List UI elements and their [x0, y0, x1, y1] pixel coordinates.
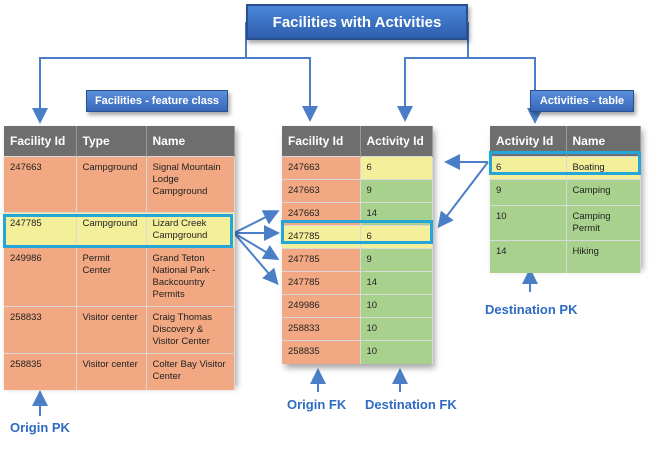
- facility-id-cell: 258833: [4, 306, 77, 354]
- join-facility-id-cell: 247663: [282, 202, 361, 226]
- join-activity-id-cell: 10: [360, 317, 433, 341]
- table-row: 258833 10: [282, 317, 433, 341]
- col-name: Name: [146, 126, 235, 157]
- join-facility-id-cell: 249986: [282, 294, 361, 318]
- join-facility-id-cell: 247785: [282, 248, 361, 272]
- join-facility-id-cell: 258835: [282, 340, 361, 364]
- act-to-join-arrow-2: [437, 161, 489, 229]
- join-facility-id-cell: 258833: [282, 317, 361, 341]
- activity-name-cell: Camping Permit: [566, 205, 641, 241]
- activities-table: Activity Id Name 6 Boating 9 Camping 10 …: [490, 126, 641, 273]
- table-row: 247785 Campground Lizard Creek Campgroun…: [4, 212, 235, 248]
- origin-pk-caption: Origin PK: [10, 420, 70, 435]
- col-facility-id: Facility Id: [282, 126, 361, 157]
- facility-name-cell: Colter Bay Visitor Center: [146, 353, 235, 390]
- facility-id-cell: 247663: [4, 156, 77, 213]
- facility-highlight: [3, 214, 233, 248]
- join-facility-id-cell: 247663: [282, 179, 361, 203]
- table-row: 249986 10: [282, 294, 433, 318]
- facility-name-cell: Signal Mountain Lodge Campground: [146, 156, 235, 213]
- table-row: 247785 9: [282, 248, 433, 272]
- table-row: 14 Hiking: [490, 240, 641, 273]
- facility-type-cell: Campground: [76, 212, 147, 248]
- activity-highlight: [489, 151, 641, 175]
- join-facility-id-cell: 247663: [282, 156, 361, 180]
- facility-name-cell: Craig Thomas Discovery & Visitor Center: [146, 306, 235, 354]
- facility-type-cell: Campground: [76, 156, 147, 213]
- origin-fk-caption: Origin FK: [287, 397, 347, 412]
- diagram-title: Facilities with Activities: [246, 4, 468, 40]
- activities-label: Activities - table: [530, 90, 634, 112]
- fac-to-join-arrow-3: [233, 232, 280, 261]
- activity-id-cell: 10: [490, 205, 567, 241]
- facility-type-cell: Visitor center: [76, 306, 147, 354]
- join-table: Facility Id Activity Id 247663 6 247663 …: [282, 126, 433, 364]
- table-row: 247663 14: [282, 202, 433, 226]
- join-activity-id-cell: 14: [360, 202, 433, 226]
- col-facility-id: Facility Id: [4, 126, 77, 157]
- activity-id-cell: 14: [490, 240, 567, 273]
- fac-to-join-arrow-1: [233, 210, 280, 234]
- fac-to-join-arrow-4: [233, 232, 279, 286]
- join-highlight: [281, 220, 433, 244]
- table-row: 258833 Visitor center Craig Thomas Disco…: [4, 306, 235, 354]
- col-type: Type: [76, 126, 147, 157]
- table-row: 9 Camping: [490, 179, 641, 206]
- facility-id-cell: 247785: [4, 212, 77, 248]
- join-activity-id-cell: 9: [360, 179, 433, 203]
- join-activity-id-cell: 10: [360, 340, 433, 364]
- activity-name-cell: Camping: [566, 179, 641, 206]
- facility-name-cell: Grand Teton National Park - Backcountry …: [146, 247, 235, 307]
- title-to-facilities-arrow: [32, 22, 247, 124]
- join-activity-id-cell: 14: [360, 271, 433, 295]
- facilities-table: Facility Id Type Name 247663 Campground …: [4, 126, 235, 390]
- col-activity-id: Activity Id: [360, 126, 433, 157]
- facility-type-cell: Visitor center: [76, 353, 147, 390]
- table-row: 10 Camping Permit: [490, 205, 641, 241]
- facility-type-cell: Permit Center: [76, 247, 147, 307]
- title-to-join-arrow: [246, 57, 318, 122]
- join-facility-id-cell: 247785: [282, 271, 361, 295]
- title-to-join-right-arrow: [397, 57, 468, 122]
- table-row: 247785 14: [282, 271, 433, 295]
- table-row: 247663 9: [282, 179, 433, 203]
- facility-id-cell: 258835: [4, 353, 77, 390]
- destination-fk-caption: Destination FK: [365, 397, 457, 412]
- facility-name-cell: Lizard Creek Campground: [146, 212, 235, 248]
- table-row: 258835 Visitor center Colter Bay Visitor…: [4, 353, 235, 390]
- title-to-activities-arrow: [467, 22, 543, 124]
- activity-id-cell: 9: [490, 179, 567, 206]
- facility-id-cell: 249986: [4, 247, 77, 307]
- join-activity-id-cell: 6: [360, 156, 433, 180]
- table-row: 249986 Permit Center Grand Teton Nationa…: [4, 247, 235, 307]
- table-row: 258835 10: [282, 340, 433, 364]
- join-activity-id-cell: 10: [360, 294, 433, 318]
- join-activity-id-cell: 9: [360, 248, 433, 272]
- destination-pk-caption: Destination PK: [485, 302, 578, 317]
- table-row: 247663 Campground Signal Mountain Lodge …: [4, 156, 235, 213]
- facilities-label: Facilities - feature class: [86, 90, 228, 112]
- activity-name-cell: Hiking: [566, 240, 641, 273]
- table-row: 247663 6: [282, 156, 433, 180]
